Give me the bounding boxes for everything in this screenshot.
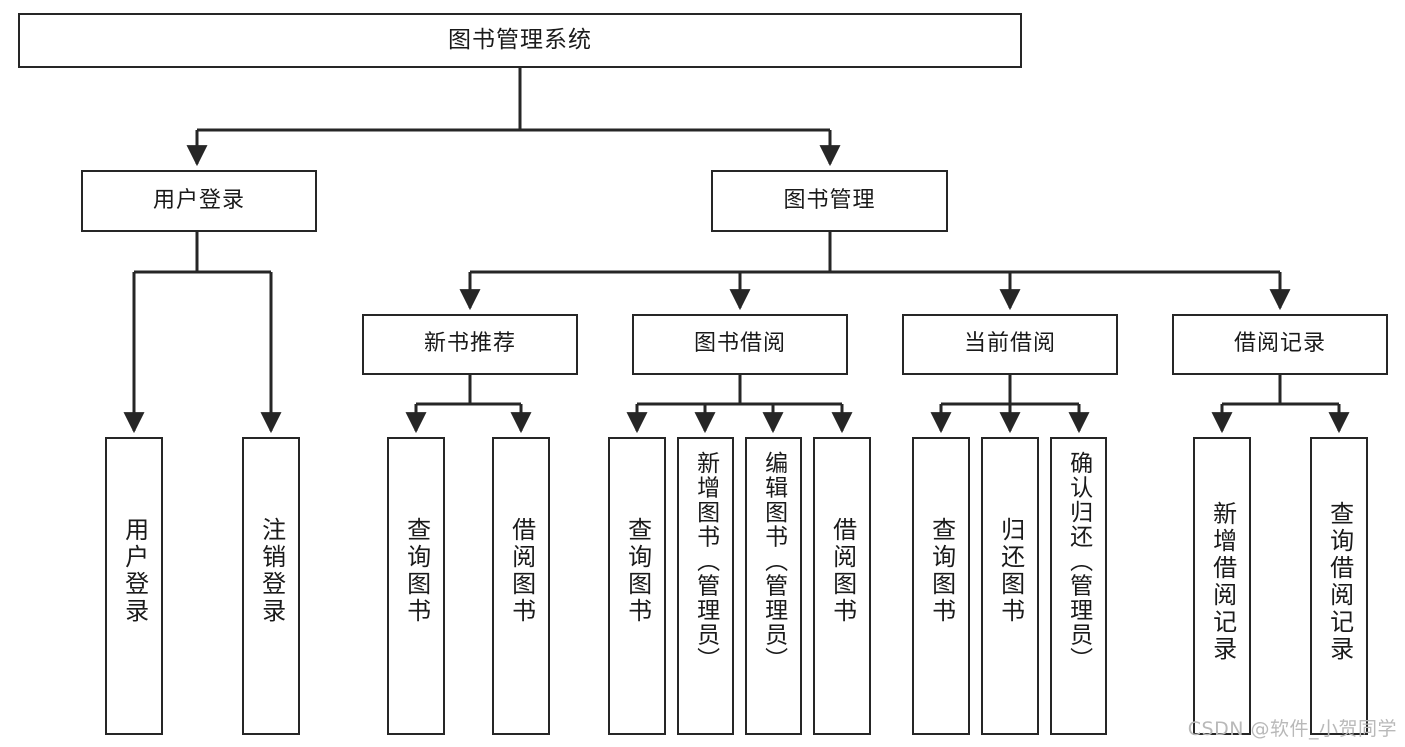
node-leaf-query-book-3[interactable]: 查询图书 — [912, 437, 970, 735]
node-leaf-query-record-label: 查询借阅记录 — [1325, 501, 1354, 663]
node-leaf-return-book-label: 归还图书 — [996, 517, 1025, 625]
node-book-manage[interactable]: 图书管理 — [711, 170, 948, 232]
node-leaf-add-book-label: 新增图书（管理员） — [692, 451, 719, 672]
node-leaf-user-login[interactable]: 用户登录 — [105, 437, 163, 735]
node-leaf-query-book-2[interactable]: 查询图书 — [608, 437, 666, 735]
node-new-book-rec-label: 新书推荐 — [423, 331, 516, 357]
node-borrow-record-label: 借阅记录 — [1233, 331, 1326, 357]
node-leaf-query-book-1-label: 查询图书 — [402, 517, 431, 625]
node-leaf-query-book-3-label: 查询图书 — [927, 517, 956, 625]
node-user-login[interactable]: 用户登录 — [81, 170, 317, 232]
node-current-borrow-label: 当前借阅 — [963, 331, 1056, 357]
node-current-borrow[interactable]: 当前借阅 — [902, 314, 1118, 375]
node-user-login-label: 用户登录 — [152, 187, 245, 213]
node-leaf-borrow-book-1[interactable]: 借阅图书 — [492, 437, 550, 735]
node-leaf-add-book[interactable]: 新增图书（管理员） — [677, 437, 734, 735]
node-leaf-user-login-label: 用户登录 — [120, 517, 149, 625]
node-root-label: 图书管理系统 — [448, 26, 592, 53]
node-book-borrow[interactable]: 图书借阅 — [632, 314, 848, 375]
node-leaf-logout[interactable]: 注销登录 — [242, 437, 300, 735]
node-leaf-query-record[interactable]: 查询借阅记录 — [1310, 437, 1368, 735]
node-leaf-confirm-return-label: 确认归还（管理员） — [1065, 451, 1092, 672]
node-leaf-edit-book[interactable]: 编辑图书（管理员） — [745, 437, 802, 735]
node-leaf-borrow-book-2[interactable]: 借阅图书 — [813, 437, 871, 735]
node-leaf-add-record[interactable]: 新增借阅记录 — [1193, 437, 1251, 735]
node-leaf-query-book-2-label: 查询图书 — [623, 517, 652, 625]
node-leaf-query-book-1[interactable]: 查询图书 — [387, 437, 445, 735]
node-leaf-confirm-return[interactable]: 确认归还（管理员） — [1050, 437, 1107, 735]
node-leaf-borrow-book-2-label: 借阅图书 — [828, 517, 857, 625]
node-book-borrow-label: 图书借阅 — [693, 331, 786, 357]
node-leaf-borrow-book-1-label: 借阅图书 — [507, 517, 536, 625]
node-new-book-rec[interactable]: 新书推荐 — [362, 314, 578, 375]
node-root[interactable]: 图书管理系统 — [18, 13, 1022, 68]
node-borrow-record[interactable]: 借阅记录 — [1172, 314, 1388, 375]
node-book-manage-label: 图书管理 — [783, 187, 876, 213]
node-leaf-logout-label: 注销登录 — [257, 517, 286, 625]
node-leaf-edit-book-label: 编辑图书（管理员） — [760, 451, 787, 672]
node-leaf-return-book[interactable]: 归还图书 — [981, 437, 1039, 735]
node-leaf-add-record-label: 新增借阅记录 — [1208, 501, 1237, 663]
